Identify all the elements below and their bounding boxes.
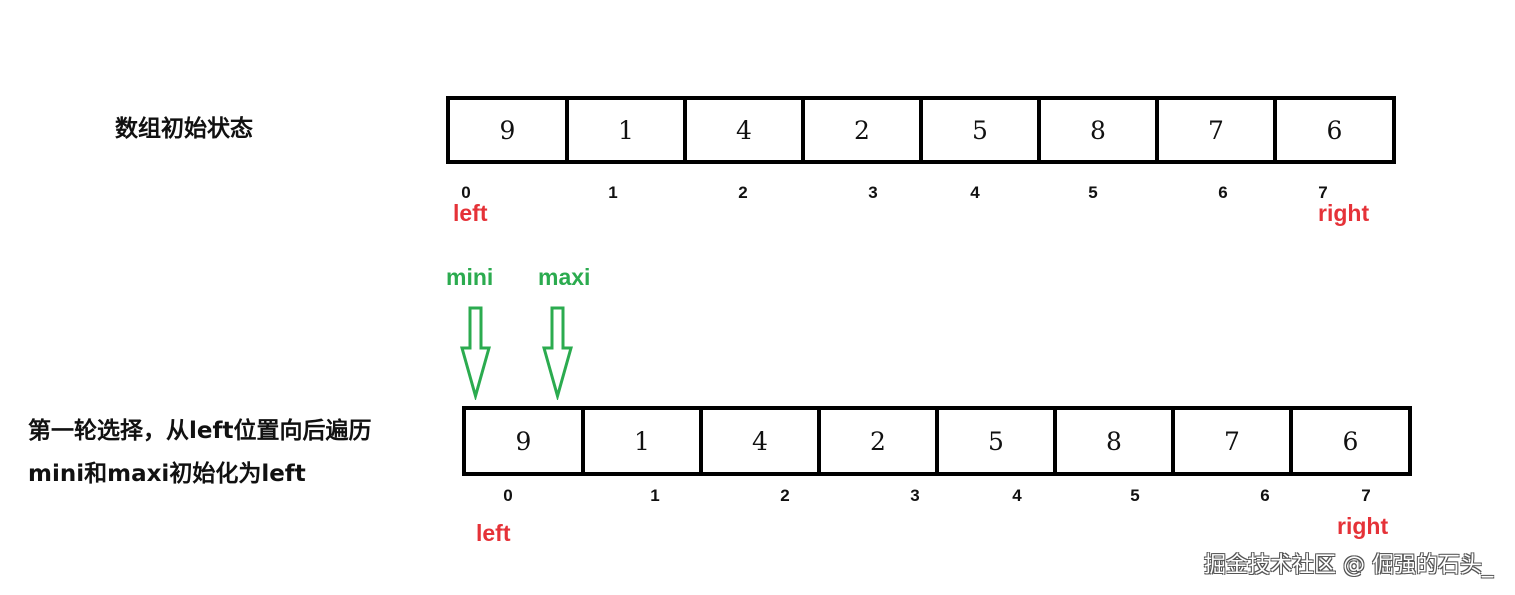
array-cell: 6: [1326, 115, 1343, 145]
array-cell: 8: [1057, 410, 1175, 472]
array-cell: 9: [450, 100, 569, 160]
index-label: 1: [650, 486, 660, 505]
index-label: 6: [1260, 486, 1270, 505]
index-label: 2: [780, 486, 790, 505]
array-cell: 5: [939, 410, 1057, 472]
array-cell: 9: [466, 410, 585, 472]
array-cell: 7: [1159, 100, 1277, 160]
watermark: 掘金技术社区 @ 倔强的石头_: [1204, 553, 1493, 578]
array-cell: 4: [703, 410, 821, 472]
array-cell: 1: [569, 100, 687, 160]
index-label: 0: [461, 183, 471, 202]
array-cell: 2: [821, 410, 939, 472]
array-cell: 6: [1342, 426, 1359, 456]
index-label: 3: [868, 183, 878, 202]
index-label: 1: [608, 183, 618, 202]
index-label: 5: [1130, 486, 1140, 505]
left-pointer-label: left: [453, 200, 488, 226]
maxi-pointer-label: maxi: [538, 264, 591, 290]
index-label: 5: [1088, 183, 1098, 202]
round-one-array: 9 1 4 2 5 8 7 6: [462, 406, 1412, 476]
index-label: 7: [1361, 486, 1371, 505]
array-cell: 8: [1041, 100, 1159, 160]
right-pointer-label: right: [1318, 200, 1370, 226]
round-one-heading-line2: mini和maxi初始化为left: [28, 461, 306, 487]
mini-pointer-label: mini: [446, 264, 494, 290]
index-label: 3: [910, 486, 920, 505]
initial-state-heading: 数组初始状态: [115, 116, 253, 142]
round-one-heading-line1: 第一轮选择，从left位置向后遍历: [28, 418, 372, 444]
array-cell: 4: [687, 100, 805, 160]
mini-down-arrow-icon: [460, 306, 491, 400]
array-cell: 7: [1175, 410, 1293, 472]
left-pointer-label: left: [476, 520, 511, 546]
right-pointer-label: right: [1337, 513, 1389, 539]
index-label: 4: [1012, 486, 1022, 505]
index-label: 7: [1318, 183, 1328, 202]
maxi-down-arrow-icon: [542, 306, 573, 400]
index-label: 2: [738, 183, 748, 202]
index-label: 4: [970, 183, 980, 202]
array-cell: 2: [805, 100, 923, 160]
index-label: 6: [1218, 183, 1228, 202]
array-cell: 1: [585, 410, 703, 472]
array-cell: 5: [923, 100, 1041, 160]
index-label: 0: [503, 486, 513, 505]
initial-array: 9 1 4 2 5 8 7 6: [446, 96, 1396, 164]
